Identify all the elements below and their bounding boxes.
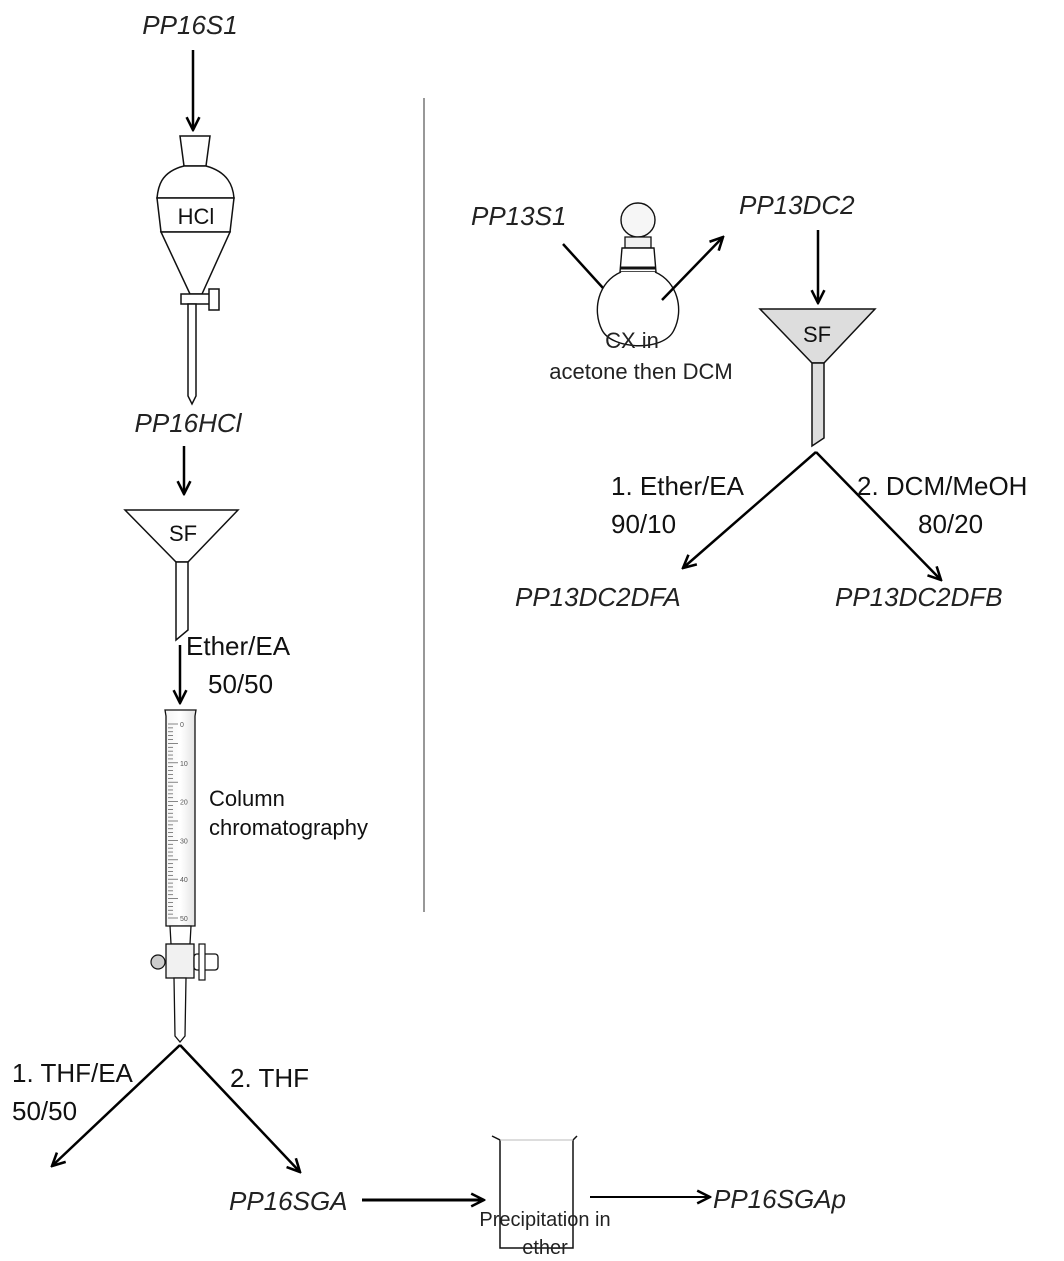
chromatography-column-icon: [150, 709, 219, 1044]
final-product-pp16sgap: PP16SGAp: [713, 1184, 846, 1214]
arrow-branch-ether-ea: [683, 451, 817, 568]
funnel-label-hcl: HCl: [178, 204, 215, 229]
branch-dcm-meoh: 2. DCM/MeOH: [857, 471, 1027, 501]
round-bottom-flask-icon: [596, 202, 680, 347]
intermediate-pp13dc2: PP13DC2: [739, 190, 855, 220]
arrow-branch-dcm-meoh: [815, 451, 941, 580]
product-pp13dc2dfb: PP13DC2DFB: [835, 582, 1003, 612]
branch-thf-ea: 1. THF/EA: [12, 1058, 134, 1088]
eluent-ratio-50-50: 50/50: [208, 669, 273, 699]
column-tick-label: 20: [180, 800, 188, 807]
arrow-branch-thf-ea: [52, 1044, 181, 1166]
column-tick-label: 40: [180, 877, 188, 884]
column-label-line2: chromatography: [209, 815, 368, 840]
product-pp13dc2dfa: PP13DC2DFA: [515, 582, 681, 612]
branch-ether-ea-ratio: 90/10: [611, 509, 676, 539]
arrow-branch-thf: [179, 1044, 300, 1172]
branch-thf: 2. THF: [230, 1063, 309, 1093]
sf-label-right: SF: [803, 322, 831, 347]
branch-thf-ea-ratio: 50/50: [12, 1096, 77, 1126]
start-sample-pp13s1: PP13S1: [471, 201, 566, 231]
sf-label-left: SF: [169, 521, 197, 546]
flask-label-line1: CX in: [605, 328, 659, 353]
eluent-ether-ea: Ether/EA: [186, 631, 291, 661]
flask-label-line2: acetone then DCM: [549, 359, 732, 384]
intermediate-pp16hcl: PP16HCl: [135, 408, 243, 438]
separatory-funnel-icon: [156, 135, 235, 406]
product-pp16sga: PP16SGA: [229, 1186, 348, 1216]
column-tick-label: 0: [180, 722, 184, 729]
beaker-icon: [491, 1135, 578, 1249]
column-tick-label: 50: [180, 916, 188, 923]
column-tick-label: 10: [180, 761, 188, 768]
precipitation-label-line1: Precipitation in: [479, 1209, 610, 1231]
column-tick-label: 30: [180, 838, 188, 845]
branch-ether-ea: 1. Ether/EA: [611, 471, 745, 501]
filter-funnel-icon-left: [123, 509, 240, 642]
arrow-out-of-flask: [661, 237, 723, 301]
start-sample-pp16s1: PP16S1: [142, 10, 237, 40]
filter-funnel-icon-right: [758, 308, 877, 448]
column-label-line1: Column: [209, 786, 285, 811]
precipitation-label-line2: ether: [522, 1237, 568, 1259]
branch-dcm-meoh-ratio: 80/20: [918, 509, 983, 539]
